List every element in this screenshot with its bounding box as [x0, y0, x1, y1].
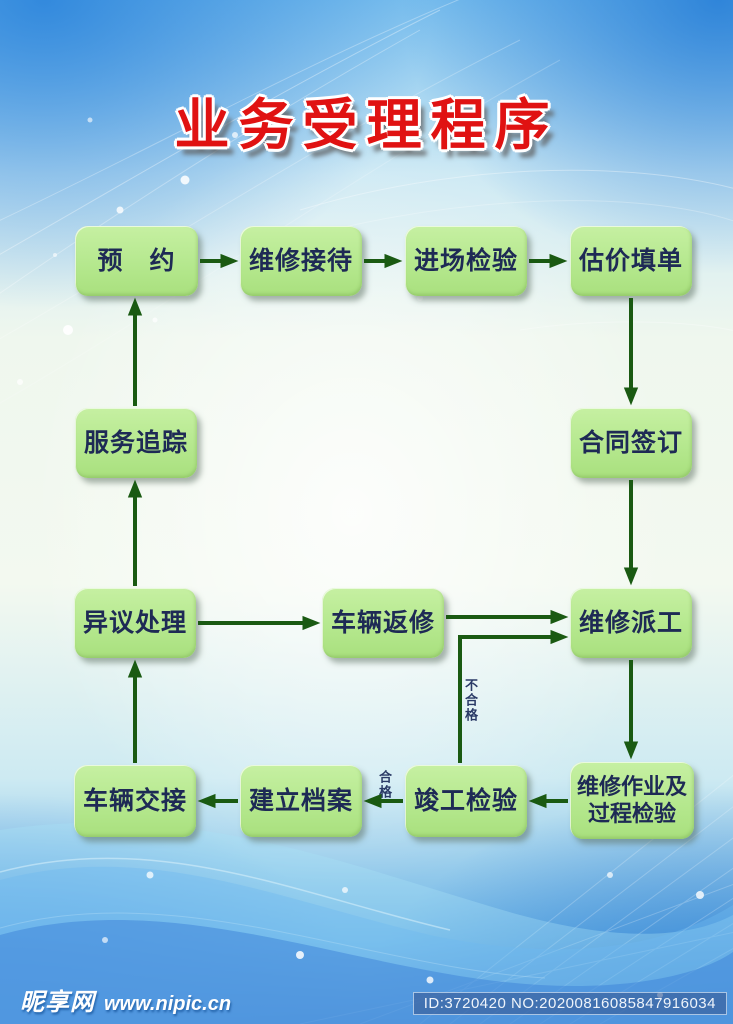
node-contract-signing-label: 合同签订	[578, 429, 683, 457]
node-repair-reception-label: 维修接待	[248, 247, 353, 275]
swirl-line	[0, 0, 460, 221]
watermark-site-url: www.nipic.cn	[104, 993, 232, 1015]
node-repair-work-process-inspection: 维修作业及 过程检验	[570, 762, 694, 839]
node-appointment: 预 约	[75, 226, 198, 296]
swirl-line	[0, 39, 521, 340]
node-dispute-handling-label: 异议处理	[82, 609, 187, 637]
node-repair-dispatch-label: 维修派工	[578, 609, 683, 637]
node-estimate-form-label: 估价填单	[578, 247, 683, 275]
wave-line	[0, 857, 451, 931]
watermark-site-name: 昵享网	[20, 989, 95, 1016]
swirl-line	[0, 9, 441, 255]
arc-line	[519, 321, 733, 332]
watermark-bar: 昵享网 www.nipic.cn ID:3720420 NO:202008160…	[0, 984, 733, 1024]
node-contract-signing: 合同签订	[570, 408, 692, 478]
watermark-site: 昵享网 www.nipic.cn	[20, 982, 231, 1017]
node-completion-inspection: 竣工检验	[405, 765, 527, 837]
node-service-tracking-label: 服务追踪	[83, 429, 188, 457]
node-estimate-form: 估价填单	[570, 226, 692, 296]
node-repair-reception: 维修接待	[240, 226, 362, 296]
edge-label-pass: 合格	[377, 770, 392, 800]
node-repair-dispatch: 维修派工	[570, 588, 692, 658]
wave-line	[0, 912, 546, 979]
node-file-creation: 建立档案	[240, 765, 362, 837]
node-completion-inspection-label: 竣工检验	[413, 787, 518, 815]
node-file-creation-label: 建立档案	[248, 787, 353, 815]
node-appointment-label: 预 约	[97, 247, 176, 275]
node-entry-inspection-label: 进场检验	[413, 247, 518, 275]
arc-line	[299, 169, 733, 211]
node-vehicle-handover-label: 车辆交接	[82, 787, 187, 815]
node-repair-work-process-inspection-label: 维修作业及 过程检验	[576, 774, 687, 826]
node-vehicle-handover: 车辆交接	[74, 765, 196, 837]
node-entry-inspection: 进场检验	[405, 226, 527, 296]
poster-title: 业务受理程序	[174, 95, 559, 156]
node-dispute-handling: 异议处理	[74, 588, 196, 658]
swirl-line	[0, 29, 421, 294]
edge-label-fail: 不合格	[463, 678, 478, 723]
node-service-tracking: 服务追踪	[75, 408, 197, 478]
node-vehicle-rework: 车辆返修	[322, 588, 444, 658]
watermark-id-number: ID:3720420 NO:20200816085847916034	[412, 992, 727, 1015]
node-vehicle-rework-label: 车辆返修	[330, 609, 435, 637]
